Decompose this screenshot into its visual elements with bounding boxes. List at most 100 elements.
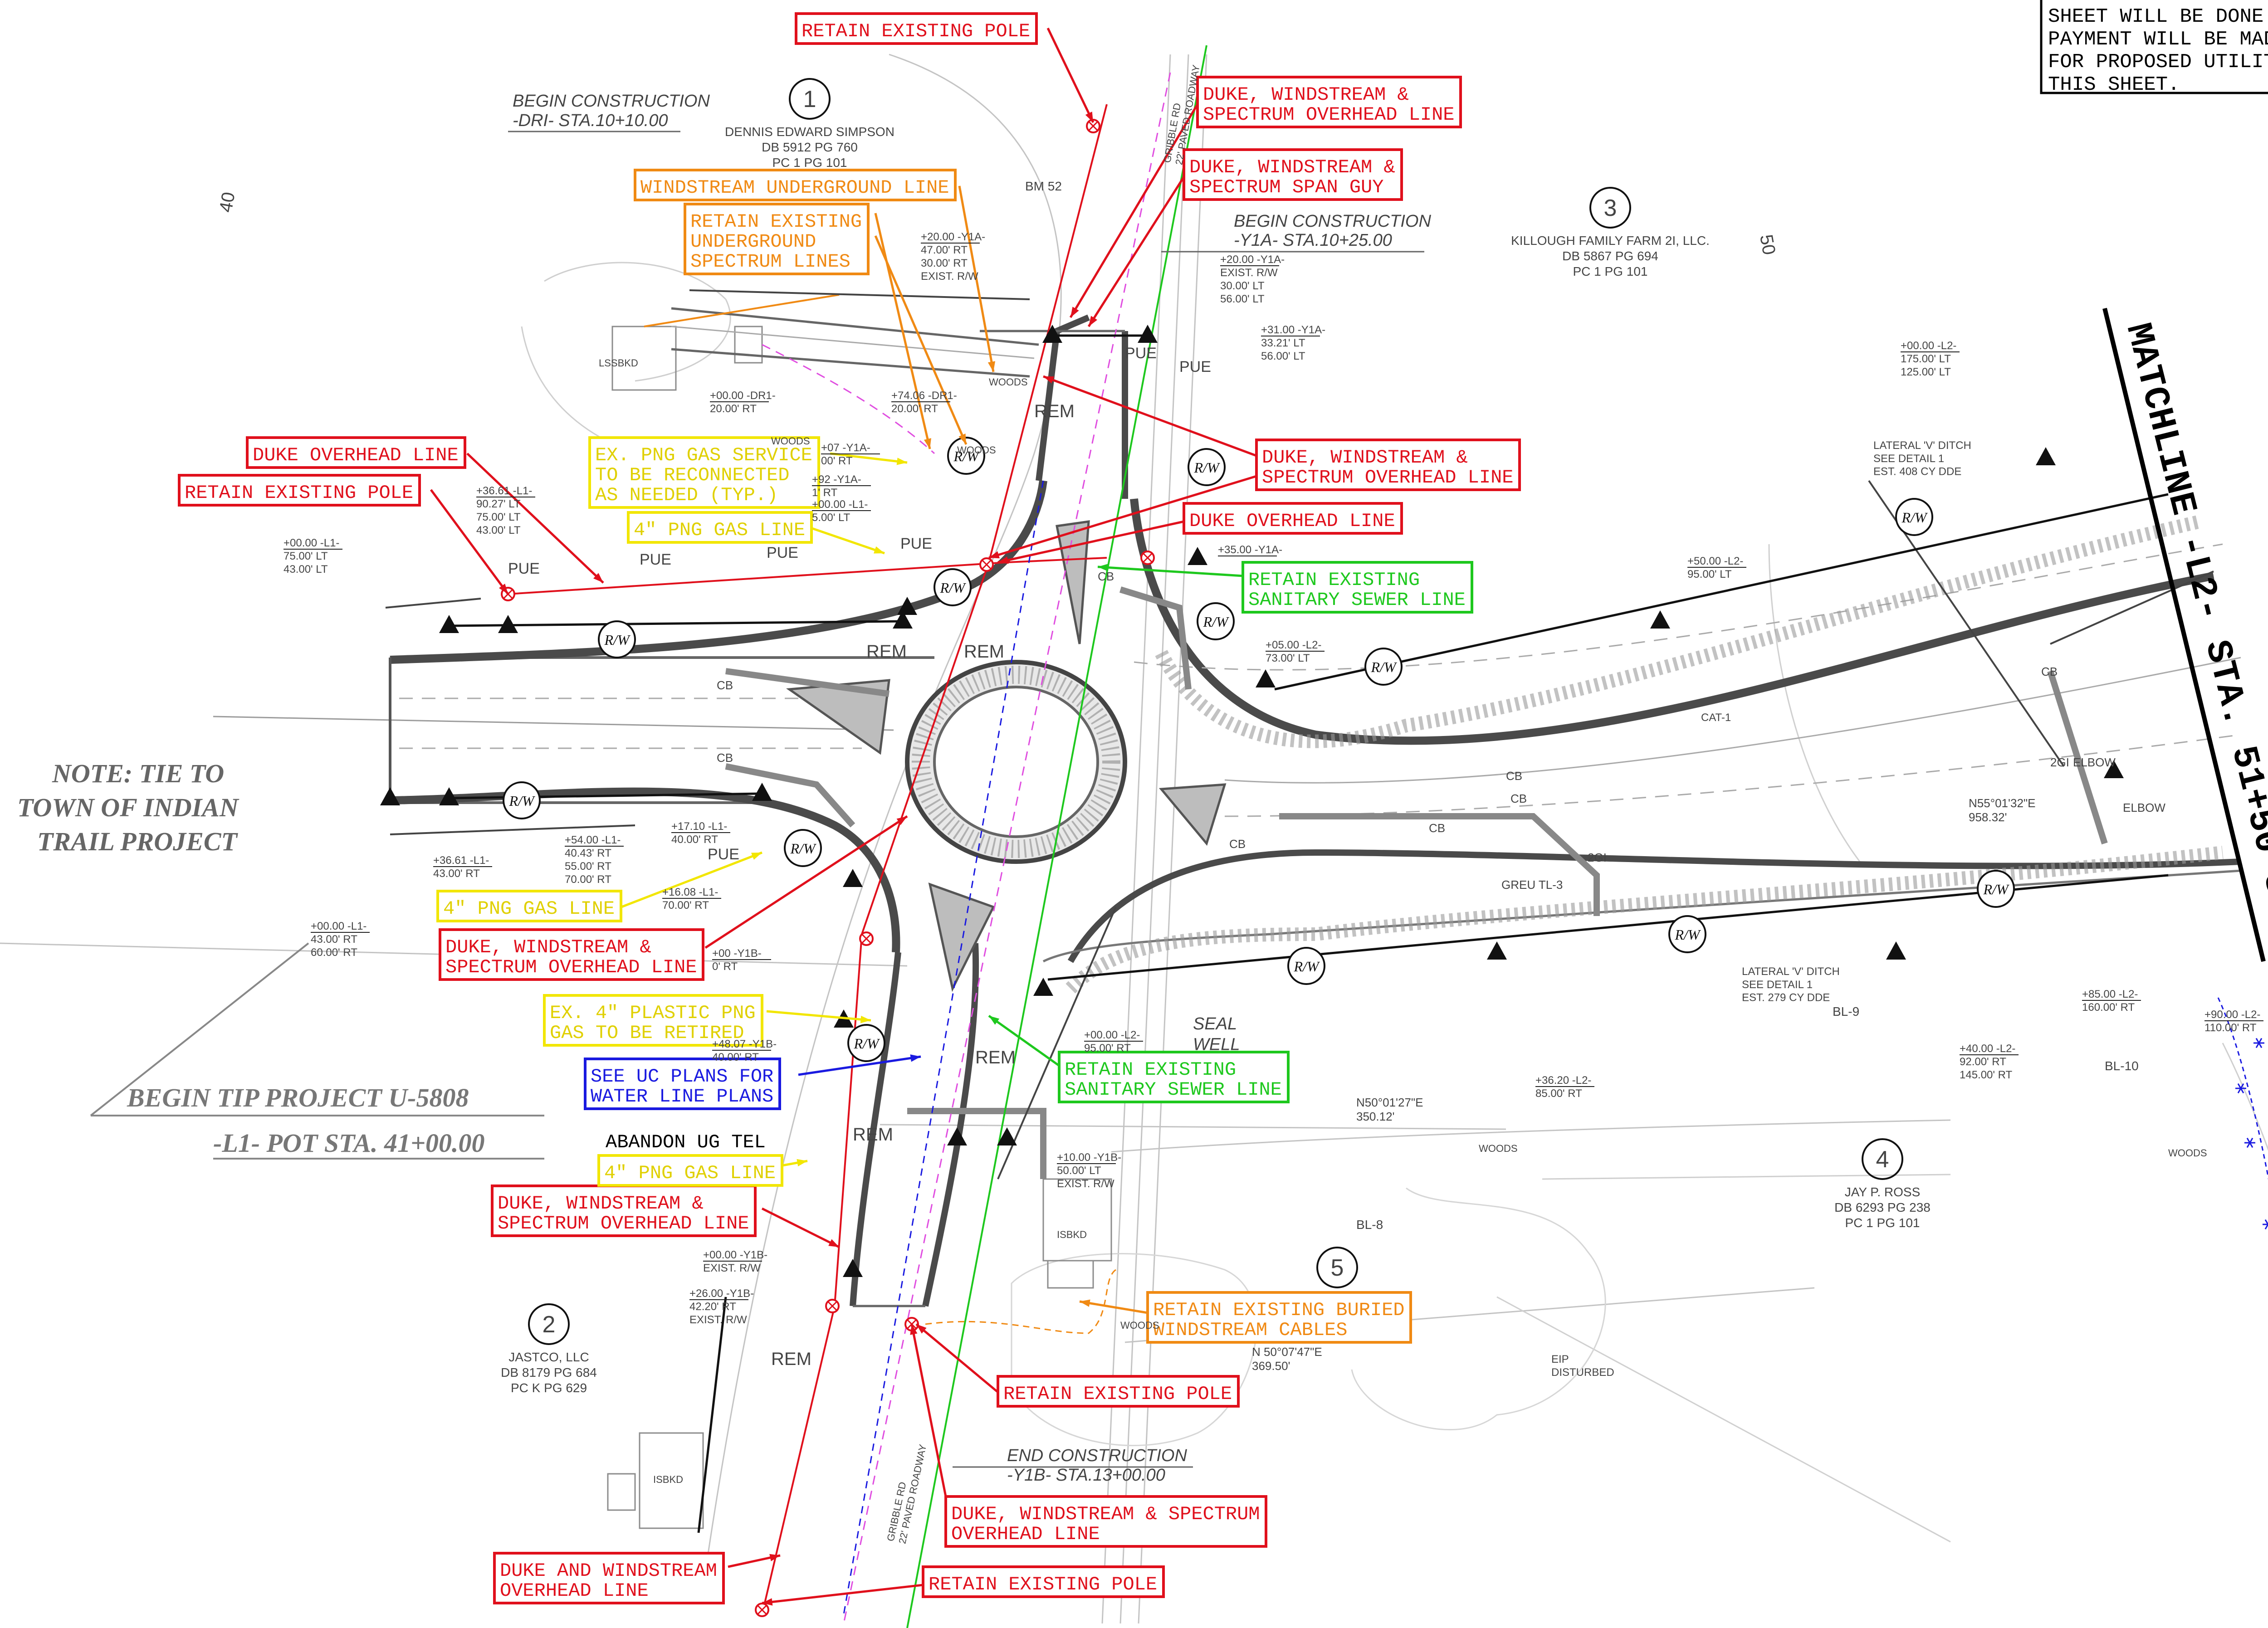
svg-text:R/W: R/W	[1293, 958, 1320, 975]
pue-label-2: PUE	[640, 551, 671, 568]
red-callout-5: RETAIN EXISTING POLE	[178, 474, 421, 507]
parcel-2-number: 2	[543, 1311, 556, 1338]
bl10-label: BL-10	[2105, 1059, 2139, 1073]
yellow-arrowhead-3-1	[751, 853, 762, 860]
rw-triangle-8	[2036, 447, 2056, 465]
parcel-4: 4 JAY P. ROSS DB 6293 PG 238 PC 1 PG 101	[1834, 1138, 1931, 1230]
red-leader-3-1	[1087, 176, 1185, 327]
yellow-arrowhead-2-1	[874, 546, 885, 554]
blue-arrowhead-1-1	[910, 1054, 921, 1062]
red-arrowhead-6-1	[1043, 376, 1054, 384]
cb-label-6: CB	[1506, 769, 1522, 783]
rw-triangle-14	[947, 1127, 967, 1145]
station-label-10: +35.00 -Y1A-	[1218, 544, 1282, 556]
yellow-callout-5-line-1: 4" PNG GAS LINE	[604, 1162, 776, 1184]
red-arrowhead-6-2	[989, 551, 1000, 559]
rw-triangle-12	[1033, 978, 1053, 996]
cb-label-3: CB	[1098, 570, 1114, 583]
pole-1	[1086, 119, 1100, 133]
red-callout-8-line-2: SPECTRUM OVERHEAD LINE	[445, 956, 697, 978]
orange-callout-2-line-3: SPECTRUM LINES	[690, 251, 850, 273]
red-callout-8-line-1: DUKE, WINDSTREAM &	[445, 936, 651, 958]
rw-circle-9: R/W	[1668, 915, 1706, 953]
red-callout-9-line-1: DUKE, WINDSTREAM &	[498, 1193, 704, 1214]
cb-label-8: CB	[1229, 837, 1246, 851]
parcel-2: 2 JASTCO, LLC DB 8179 PG 684 PC K PG 629	[501, 1303, 597, 1395]
rw-circle-5: R/W	[1197, 602, 1235, 640]
corner-note-line-2: PAYMENT WILL BE MADE	[2048, 28, 2268, 51]
begin-construction-dri: BEGIN CONSTRUCTION	[513, 92, 710, 111]
rw-triangle-19	[1138, 325, 1158, 343]
red-callout-4: DUKE OVERHEAD LINE	[246, 436, 466, 469]
svg-text:R/W: R/W	[790, 840, 816, 857]
marsh-symbol-11	[2235, 1083, 2246, 1094]
red-arrowhead-11-1	[910, 1324, 918, 1335]
abandon-ug-tel: ABANDON UG TEL	[606, 1131, 766, 1153]
parcel-3-owner: KILLOUGH FAMILY FARM 2I, LLC.	[1511, 234, 1710, 248]
rw-circle-4: R/W	[1364, 648, 1403, 686]
red-callout-6-line-1: DUKE, WINDSTREAM &	[1262, 447, 1468, 468]
yellow-leader-1-1	[830, 452, 908, 464]
red-leader-9-1	[761, 1207, 840, 1248]
roundabout	[905, 660, 1127, 864]
red-callout-13-line-1: RETAIN EXISTING POLE	[929, 1574, 1157, 1595]
parcel-4-db: DB 6293 PG 238	[1834, 1200, 1931, 1214]
corner-note: SHEET WILL BE DONE BY PAYMENT WILL BE MA…	[2040, 0, 2268, 96]
rw-triangle-17	[843, 1259, 863, 1277]
svg-text:R/W: R/W	[853, 1035, 880, 1052]
note-tie-1: NOTE: TIE TO	[52, 759, 224, 788]
station-label-9: +50.00 -L2-95.00' LT	[1687, 555, 1743, 580]
orange-arrowhead-3-1	[1080, 1299, 1090, 1307]
orange-arrowhead-1-1	[987, 361, 996, 372]
red-leader-7-1	[997, 520, 1184, 564]
marsh-symbol-1	[2253, 1038, 2264, 1048]
cb-label-5: CB	[1510, 792, 1527, 805]
red-callout-3-line-2: SPECTRUM SPAN GUY	[1189, 176, 1383, 198]
rw-triangle-1	[439, 787, 459, 805]
rw-circle-7: R/W	[784, 829, 822, 867]
rw-triangle-9	[2104, 760, 2124, 778]
orange-callout-1: WINDSTREAM UNDERGROUND LINE	[634, 169, 957, 201]
begin-construction-y1a: BEGIN CONSTRUCTION	[1234, 212, 1431, 231]
red-arrowhead-9-1	[828, 1239, 839, 1247]
rw-triangle-11	[1487, 941, 1507, 960]
note-begin-tip: BEGIN TIP PROJECT U-5808	[127, 1083, 469, 1112]
red-callout-9-line-2: SPECTRUM OVERHEAD LINE	[498, 1213, 749, 1234]
parcel-1-number: 1	[803, 86, 816, 112]
parcel-5: 5	[1316, 1247, 1358, 1288]
bl8-label: BL-8	[1356, 1218, 1383, 1232]
pue-label-6: PUE	[1179, 358, 1211, 375]
pue-label-7: PUE	[708, 846, 739, 863]
rem-label-1: REM	[1034, 401, 1075, 421]
pue-label-1: PUE	[508, 560, 540, 577]
yellow-callout-2-line-1: 4" PNG GAS LINE	[634, 519, 805, 541]
green-callout-1-line-1: RETAIN EXISTING	[1248, 569, 1420, 591]
parcel-1-db: DB 5912 PG 760	[762, 140, 858, 154]
red-callout-7-line-1: DUKE OVERHEAD LINE	[1189, 510, 1395, 532]
orange-callout-3-line-2: WINDSTREAM CABLES	[1153, 1319, 1347, 1341]
blue-callout-1-line-2: WATER LINE PLANS	[591, 1086, 773, 1107]
red-callout-9: DUKE, WINDSTREAM &SPECTRUM OVERHEAD LINE	[491, 1184, 757, 1237]
lssbkd-label: LSSBKD	[599, 357, 638, 369]
blue-callout-1-line-1: SEE UC PLANS FOR	[591, 1066, 773, 1087]
svg-text:R/W: R/W	[1983, 881, 2009, 897]
orange-arrowhead-2-1	[924, 438, 931, 449]
pole-5	[859, 931, 874, 946]
orange-arrowhead-2-2	[958, 434, 966, 444]
station-label-17: +48.07 -Y1B-40.00' RT	[712, 1038, 777, 1063]
rw-triangle-22	[498, 615, 518, 633]
red-arrowhead-7-1	[998, 556, 1009, 564]
red-leader-11-1	[910, 1324, 947, 1497]
corner-note-line-4: THIS SHEET.	[2048, 73, 2180, 96]
red-leader-6-1	[1043, 375, 1257, 457]
yellow-callout-2: 4" PNG GAS LINE	[627, 511, 813, 544]
rw-triangle-18	[1042, 325, 1062, 343]
